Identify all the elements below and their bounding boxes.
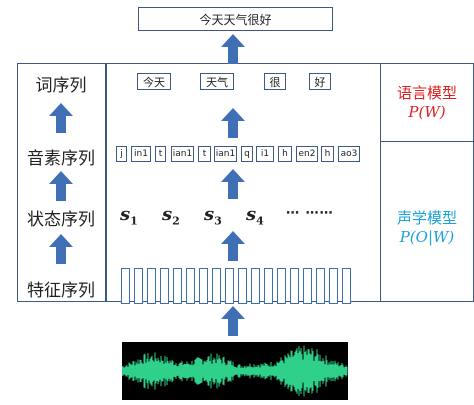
phoneme-box: ian1 bbox=[214, 146, 237, 162]
up-arrow-icon bbox=[221, 231, 245, 261]
feature-frame bbox=[160, 268, 169, 304]
phoneme-box: q bbox=[241, 146, 253, 162]
up-arrow-icon bbox=[49, 103, 73, 133]
feature-frame bbox=[173, 268, 182, 304]
feature-frame bbox=[186, 268, 195, 304]
sentence-box: 今天天气很好 bbox=[138, 7, 333, 31]
acoustic-model-panel bbox=[380, 141, 474, 302]
feature-frame bbox=[264, 268, 273, 304]
feature-frame bbox=[342, 268, 351, 304]
feature-frame bbox=[290, 268, 299, 304]
acoustic-model-title: 声学模型 bbox=[396, 209, 457, 227]
word-box: 今天 bbox=[137, 73, 171, 90]
up-arrow-icon bbox=[221, 34, 245, 64]
phoneme-box: t bbox=[198, 146, 211, 162]
row-label-phonemes: 音素序列 bbox=[27, 149, 95, 169]
up-arrow-icon bbox=[49, 171, 73, 201]
row-label-words: 词序列 bbox=[35, 76, 87, 96]
phoneme-box: h bbox=[321, 146, 334, 162]
feature-frame bbox=[251, 268, 260, 304]
feature-frame bbox=[199, 268, 208, 304]
up-arrow-icon bbox=[49, 234, 73, 264]
feature-frame bbox=[329, 268, 338, 304]
feature-frame bbox=[147, 268, 156, 304]
phoneme-box: h bbox=[278, 146, 292, 162]
feature-frame bbox=[316, 268, 325, 304]
phoneme-box: t bbox=[155, 146, 166, 162]
phoneme-box: ian1 bbox=[171, 146, 194, 162]
row-label-features: 特征序列 bbox=[27, 281, 95, 301]
acoustic-model-formula: P(O|W) bbox=[399, 228, 455, 246]
waveform-image bbox=[122, 342, 348, 400]
phoneme-box: en2 bbox=[296, 146, 318, 162]
feature-frame bbox=[225, 268, 234, 304]
up-arrow-icon bbox=[221, 306, 245, 336]
word-box: 很 bbox=[264, 73, 286, 90]
language-model-title: 语言模型 bbox=[396, 84, 457, 102]
phoneme-box: in1 bbox=[131, 146, 151, 162]
word-box: 天气 bbox=[200, 73, 234, 90]
state-s3: s3 bbox=[204, 204, 222, 228]
state-ellipsis: ⋯ ⋯⋯ bbox=[286, 206, 334, 221]
up-arrow-icon bbox=[221, 169, 245, 199]
feature-frame bbox=[121, 268, 130, 304]
row-label-states: 状态序列 bbox=[27, 210, 95, 230]
language-model-panel bbox=[380, 63, 474, 142]
state-s4: s4 bbox=[246, 204, 264, 228]
phoneme-box: j bbox=[116, 146, 127, 162]
phoneme-box: i1 bbox=[256, 146, 274, 162]
feature-frame bbox=[303, 268, 312, 304]
language-model-formula: P(W) bbox=[408, 103, 446, 121]
feature-frame bbox=[238, 268, 247, 304]
up-arrow-icon bbox=[221, 108, 245, 138]
feature-frame bbox=[212, 268, 221, 304]
feature-frame bbox=[277, 268, 286, 304]
word-box: 好 bbox=[309, 73, 331, 90]
state-s1: s1 bbox=[120, 204, 138, 228]
feature-frame bbox=[134, 268, 143, 304]
phoneme-box: ao3 bbox=[338, 146, 360, 162]
state-s2: s2 bbox=[162, 204, 180, 228]
